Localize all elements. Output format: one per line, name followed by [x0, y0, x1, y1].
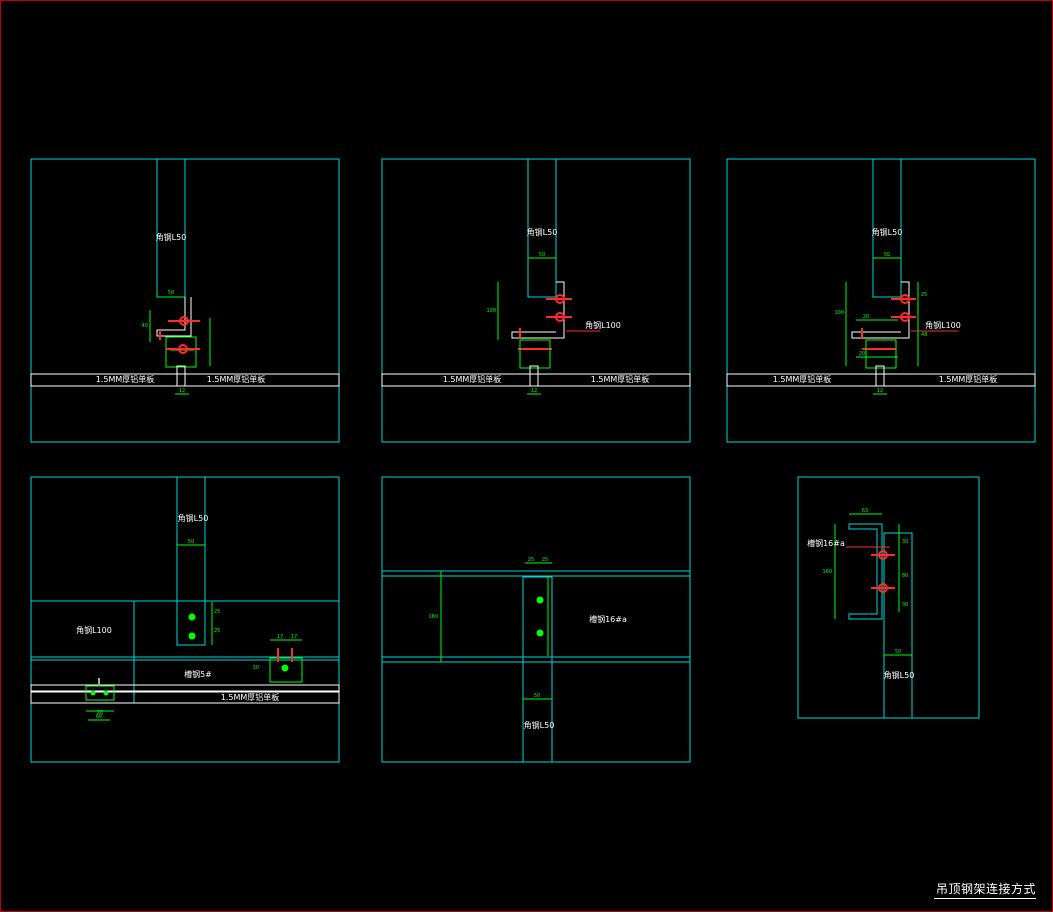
detail-panel-3: 50 角钢L50 角钢L100 100 25 48 20 20 1.5MM厚铝单…	[726, 158, 1036, 443]
dimension-label: 100	[486, 308, 496, 314]
detail-panel-2: 50 角钢L50 角钢L100 100 1.5MM厚铝单板 1.5MM厚铝单板 …	[381, 158, 691, 443]
drawing-title: 吊顶钢架连接方式	[934, 880, 1037, 899]
bolt-hole	[188, 632, 196, 640]
panel-border	[726, 158, 1036, 443]
panel-joint	[529, 365, 539, 387]
dimension-label: 20	[97, 710, 103, 716]
angle-l50-label: 角钢L50	[872, 227, 903, 237]
dimension-label: 160	[822, 569, 832, 575]
bolt-head	[179, 316, 189, 326]
dimension-label: 20	[859, 351, 865, 357]
angle-l50-label: 角钢L50	[178, 513, 209, 523]
angle-l100-profile	[851, 281, 910, 339]
keel-profile	[519, 339, 551, 369]
dimension-label: 50	[534, 693, 540, 699]
angle-l50-label: 角钢L50	[156, 232, 187, 242]
dimension-label: 25	[542, 557, 548, 563]
dimension-label: 12	[531, 388, 537, 394]
dimension-label: 100	[834, 310, 844, 316]
panel-label-right: 1.5MM厚铝单板	[939, 374, 998, 384]
panel-border	[381, 158, 691, 443]
bolt-hole	[90, 690, 96, 696]
bolt-head	[878, 550, 888, 560]
keel-strip	[30, 684, 340, 692]
dimension-label: 30	[902, 539, 908, 545]
bolt-hole	[103, 690, 109, 696]
angle-l100-profile	[30, 600, 340, 658]
angle-l50-profile	[883, 532, 913, 719]
aluminum-panel	[30, 691, 340, 704]
angle-l50-profile	[872, 158, 902, 298]
bolt-head	[900, 312, 910, 322]
panel-label-left: 1.5MM厚铝单板	[96, 374, 155, 384]
dimension-label: 50	[539, 252, 545, 258]
dimension-label: 63	[862, 508, 868, 514]
panel-border	[797, 476, 980, 719]
angle-l100-label: 角钢L100	[925, 320, 961, 330]
panel-joint	[875, 365, 885, 387]
bolt-hole	[281, 664, 289, 672]
angle-l50-label: 角钢L50	[527, 227, 558, 237]
channel-16a-section	[848, 523, 883, 620]
dimension-label: 12	[877, 388, 883, 394]
detail-panel-4: 50 角钢L50 角钢L100 25 25 槽钢5# 17 17 30 1.5M…	[30, 476, 340, 763]
angle-l50-profile	[522, 576, 553, 763]
panel-label: 1.5MM厚铝单板	[221, 692, 280, 702]
dimension-label: 50	[168, 290, 174, 296]
panel-label-right: 1.5MM厚铝单板	[207, 374, 266, 384]
dimension-label: 17	[277, 634, 283, 640]
detail-panel-1: 50 角钢L50 40 1.5MM厚铝单板 1.5MM厚铝单板 12	[30, 158, 340, 443]
dimension-label: 25	[214, 609, 220, 615]
dimension-label: 48	[921, 332, 927, 338]
angle-l50-profile	[527, 158, 557, 298]
connector-plate	[269, 657, 303, 683]
dimension-label: 50	[884, 252, 890, 258]
dimension-label: 80	[902, 573, 908, 579]
angle-l50-label: 角钢L50	[884, 670, 915, 680]
dimension-label: 60	[96, 714, 102, 720]
dimension-label: 25	[921, 292, 927, 298]
keel-profile	[865, 339, 897, 369]
dimension-label: 30	[253, 665, 259, 671]
angle-l50-profile	[156, 158, 186, 298]
panel-label-left: 1.5MM厚铝单板	[443, 374, 502, 384]
channel-16a-label: 槽钢16#a	[807, 538, 845, 548]
panel-joint	[176, 365, 186, 387]
dimension-label: 25	[214, 628, 220, 634]
dimension-label: 12	[179, 388, 185, 394]
angle-l50-label: 角钢L50	[524, 720, 555, 730]
bolt-head	[555, 312, 565, 322]
bolt-hole	[536, 596, 544, 604]
dimension-label: 25	[528, 557, 534, 563]
dimension-label: 20	[863, 314, 869, 320]
angle-l100-label: 角钢L100	[585, 320, 621, 330]
panel-label-left: 1.5MM厚铝单板	[773, 374, 832, 384]
bolt-head	[900, 294, 910, 304]
dimension-label: 40	[142, 323, 148, 329]
channel-16a-label: 槽钢16#a	[589, 614, 627, 624]
bolt-hole	[188, 613, 196, 621]
bolt-head	[555, 294, 565, 304]
keel-profile	[165, 336, 197, 368]
dimension-label: 30	[902, 602, 908, 608]
channel-5-label: 槽钢5#	[184, 669, 212, 679]
angle-l100-label: 角钢L100	[76, 625, 112, 635]
bolt-hole	[536, 629, 544, 637]
bolt-head	[178, 344, 188, 354]
channel-16a-profile	[381, 570, 691, 663]
angle-l50-profile	[176, 476, 206, 646]
dimension-label: 160	[428, 614, 438, 620]
dimension-label: 50	[895, 649, 901, 655]
panel-label-right: 1.5MM厚铝单板	[591, 374, 650, 384]
dimension-label: 17	[291, 634, 297, 640]
detail-panel-6: 50 角钢L50 63 160 30 80 30 槽钢16#a	[797, 476, 980, 719]
dimension-label: 50	[188, 539, 194, 545]
connector-plate	[85, 685, 115, 701]
detail-panel-5: 槽钢16#a 160 50 角钢L50 25 25	[381, 476, 691, 763]
bolt-head	[878, 583, 888, 593]
